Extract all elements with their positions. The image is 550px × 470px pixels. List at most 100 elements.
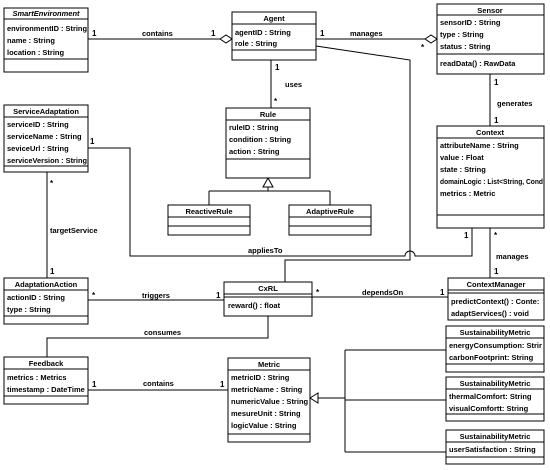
class-adaptation-action[interactable]: AdaptationAction actionID : String type … (3, 277, 89, 325)
relation-contains-environment: 1 1 contains (88, 29, 233, 44)
class-name: Feedback (29, 359, 64, 368)
class-context-manager[interactable]: ContextManager predictContext() : Conte:… (447, 277, 545, 321)
class-sustainability-metric-comfort[interactable]: SustainabilityMetric thermalComfort: Str… (445, 376, 545, 422)
class-cxrl[interactable]: CxRL reward() : float (223, 281, 313, 317)
relation-label: manages (350, 29, 383, 38)
multiplicity: * (421, 43, 425, 52)
attribute: seviceUrl : String (7, 144, 69, 153)
class-context[interactable]: Context attributeName : String value : F… (436, 125, 545, 229)
attribute: state : String (440, 165, 486, 174)
multiplicity: 1 (90, 137, 95, 146)
class-adaptive-rule[interactable]: AdaptiveRule (288, 204, 372, 236)
attribute: metrics : Metric (440, 189, 495, 198)
attribute: environmentID : String (7, 24, 87, 33)
multiplicity: 1 (92, 380, 97, 389)
relation-agent-cxrl (284, 45, 411, 282)
class-name: SmartEnvironment (12, 9, 80, 18)
attribute: logicValue : String (231, 421, 297, 430)
class-name: Sensor (477, 6, 503, 15)
multiplicity: * (316, 288, 320, 297)
class-sustainability-metric-satisfaction[interactable]: SustainabilityMetric userSatisfaction : … (445, 429, 545, 465)
attribute: serviceID : String (7, 120, 69, 129)
relation-depends-on: * 1 dependsOn (312, 288, 448, 298)
relation-manages-sensor: 1 * manages (316, 29, 438, 52)
multiplicity: * (494, 231, 498, 240)
class-feedback[interactable]: Feedback metrics : Metrics timestamp : D… (3, 356, 89, 405)
class-service-adaptation[interactable]: ServiceAdaptation serviceID : String ser… (3, 104, 89, 173)
attribute: mesureUnit : String (231, 409, 301, 418)
attribute: action : String (229, 147, 280, 156)
class-name: Agent (263, 14, 285, 23)
multiplicity: * (92, 291, 96, 300)
class-sensor[interactable]: Sensor sensorID : String type : String s… (436, 3, 545, 75)
attribute: name : String (7, 36, 55, 45)
multiplicity: 1 (220, 380, 225, 389)
attribute: serviceVersion : String (7, 156, 87, 165)
multiplicity: 1 (320, 29, 325, 38)
attribute: domainLogic : List<String, Cond (440, 177, 543, 186)
class-reactive-rule[interactable]: ReactiveRule (167, 204, 251, 236)
relation-metric-generalization (309, 349, 446, 453)
class-name: ReactiveRule (185, 207, 232, 216)
attribute: serviceName : String (7, 132, 82, 141)
class-smart-environment[interactable]: SmartEnvironment environmentID : String … (3, 7, 89, 73)
relation-label: triggers (142, 291, 170, 300)
class-name: SustainabilityMetric (460, 328, 531, 337)
attribute: metricName : String (231, 385, 303, 394)
relation-triggers: * 1 triggers (88, 291, 224, 301)
relation-label: uses (285, 80, 302, 89)
class-name: ContextManager (467, 280, 526, 289)
attribute: agentID : String (235, 28, 291, 37)
attribute: carbonFootprint: String (449, 353, 534, 362)
relation-manages-context: * 1 manages (489, 228, 529, 278)
class-metric[interactable]: Metric metricID : String metricName : St… (227, 357, 311, 443)
attribute: userSatisfaction : String (449, 445, 536, 454)
attribute: visualComfortt: String (449, 404, 529, 413)
attribute: ruleID : String (229, 123, 279, 132)
class-name: SustainabilityMetric (460, 379, 531, 388)
multiplicity: 1 (211, 29, 216, 38)
attribute: condition : String (229, 135, 291, 144)
multiplicity: 1 (464, 231, 469, 240)
attribute: status : String (440, 42, 491, 51)
relation-label: consumes (144, 328, 181, 337)
attribute: attributeName : String (440, 141, 519, 150)
attribute: role : String (235, 39, 278, 48)
attribute: metricID : String (231, 373, 290, 382)
relation-label: contains (142, 29, 173, 38)
multiplicity: 1 (50, 267, 55, 276)
multiplicity: * (50, 179, 54, 188)
relation-label: targetService (50, 226, 98, 235)
operation: predictContext() : Conte: (451, 297, 539, 306)
attribute: timestamp : DateTime (7, 385, 85, 394)
multiplicity: 1 (494, 78, 499, 87)
attribute: type : String (440, 30, 484, 39)
multiplicity: 1 (494, 116, 499, 125)
relation-label: generates (497, 99, 532, 108)
relation-contains-metric: 1 1 contains (88, 379, 228, 391)
operation: reward() : float (228, 301, 281, 310)
class-name: Metric (258, 360, 280, 369)
multiplicity: 1 (275, 63, 280, 72)
relation-label: manages (496, 252, 529, 261)
class-agent[interactable]: Agent agentID : String role : String (231, 11, 317, 61)
attribute: energyConsumption: Strir (449, 341, 542, 350)
attribute: sensorID : String (440, 18, 501, 27)
relation-rule-generalization (208, 176, 331, 205)
multiplicity: 1 (92, 29, 97, 38)
class-name: Rule (260, 110, 276, 119)
multiplicity: 1 (440, 288, 445, 297)
relation-label: appliesTo (248, 246, 283, 255)
attribute: type : String (7, 305, 51, 314)
operation: readData() : RawData (440, 59, 516, 68)
operation: adaptServices() : void (451, 309, 529, 318)
class-sustainability-metric[interactable]: SustainabilityMetric energyConsumption: … (445, 325, 545, 373)
relation-generates: 1 1 generates (489, 74, 532, 126)
class-rule[interactable]: Rule ruleID : String condition : String … (225, 107, 311, 179)
multiplicity: 1 (216, 291, 221, 300)
relation-label: contains (143, 379, 174, 388)
relation-applies-to: 1 1 appliesTo (88, 137, 473, 257)
attribute: numericValue : String (231, 397, 309, 406)
